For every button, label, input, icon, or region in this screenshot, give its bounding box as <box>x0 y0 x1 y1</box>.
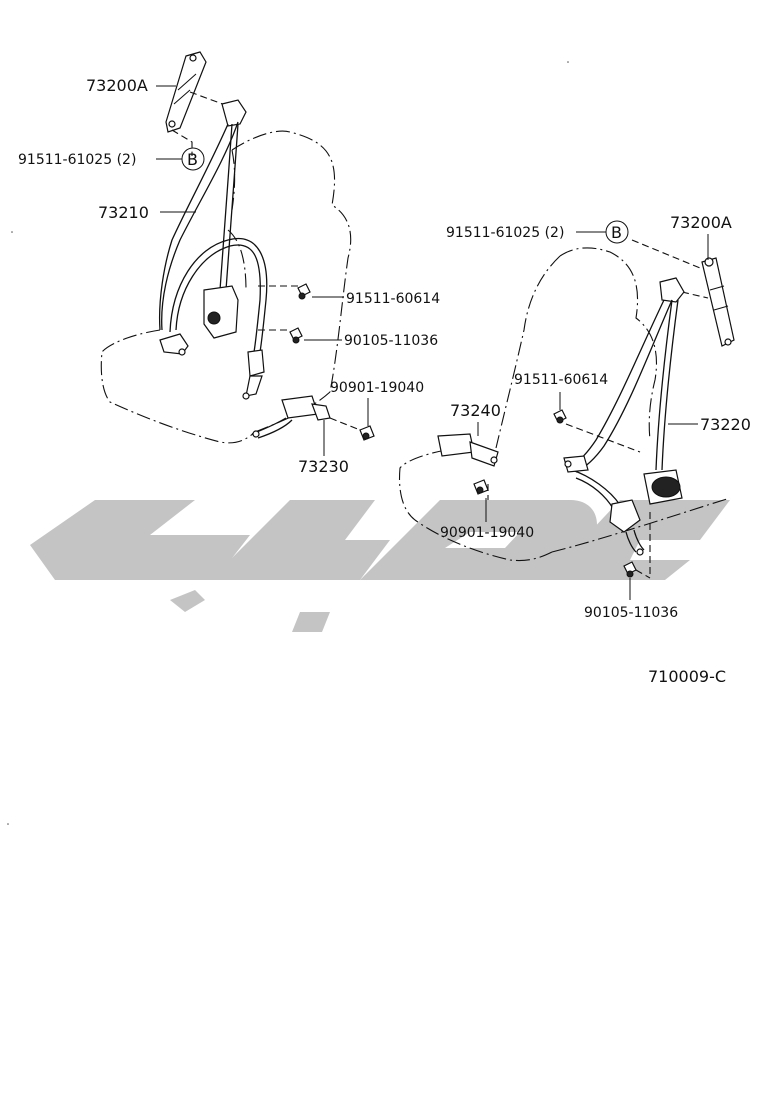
figure-code: 710009-C <box>648 667 726 686</box>
right-belt-assembly <box>563 277 685 556</box>
label-right-90901-19040: 90901-19040 <box>440 525 534 541</box>
right-seat-outline <box>398 247 731 562</box>
right-b-marker: B <box>611 223 622 242</box>
left-anchor-adjuster <box>165 51 207 133</box>
left-b-marker-circle <box>181 147 205 171</box>
label-left-91511-60614: 91511-60614 <box>346 291 440 307</box>
label-right-73240: 73240 <box>450 401 501 420</box>
right-bolt-60614 <box>553 409 641 453</box>
label-left-90105-11036: 90105-11036 <box>344 333 438 349</box>
label-left-91511-61025: 91511-61025 (2) <box>18 152 136 168</box>
label-left-73200A: 73200A <box>86 76 148 95</box>
right-b-marker-circle <box>605 220 629 244</box>
label-left-90901-19040: 90901-19040 <box>330 380 424 396</box>
right-anchor-dash-2 <box>681 291 709 299</box>
right-bolt-11036 <box>623 512 651 579</box>
label-left-73210: 73210 <box>98 203 149 222</box>
left-belt-assembly <box>158 99 268 400</box>
stray-dot <box>11 231 13 233</box>
left-buckle-73230 <box>251 395 375 441</box>
label-right-73200A: 73200A <box>670 213 732 232</box>
label-right-91511-61025: 91511-61025 (2) <box>446 225 564 241</box>
stray-dot <box>567 61 569 63</box>
left-bolt-11036 <box>258 327 303 344</box>
left-b-marker: B <box>187 150 198 169</box>
label-left-73230: 73230 <box>298 457 349 476</box>
stray-dot <box>7 823 9 825</box>
right-buckle-73240 <box>437 433 499 500</box>
label-right-90105-11036: 90105-11036 <box>584 605 678 621</box>
right-anchor-dash-1 <box>631 239 701 269</box>
right-anchor-adjuster <box>701 257 735 347</box>
left-bolt-60614 <box>258 283 311 300</box>
left-anchor-dash-2 <box>171 129 193 156</box>
label-right-73220: 73220 <box>700 415 751 434</box>
label-right-91511-60614: 91511-60614 <box>514 372 608 388</box>
